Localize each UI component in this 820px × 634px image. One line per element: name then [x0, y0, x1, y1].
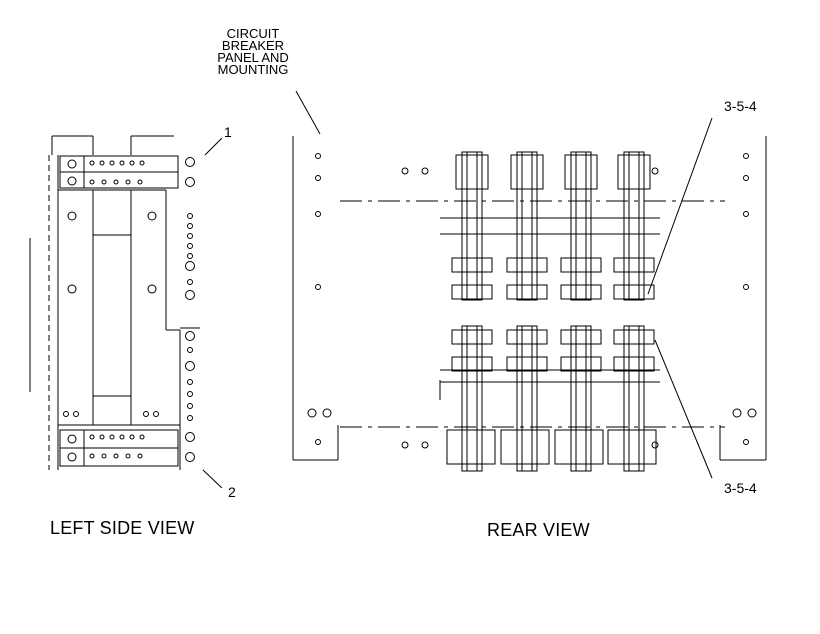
reference-callout-bottom: 3-5-4 [724, 480, 757, 496]
rear-view-breakers [401, 151, 659, 472]
breaker-pole-1 [446, 151, 496, 472]
breaker-pole-4 [607, 151, 657, 472]
callout-2: 2 [228, 484, 236, 500]
circuit-breaker-panel-label: CIRCUIT BREAKER PANEL AND MOUNTING [212, 26, 294, 77]
reference-callout-top: 3-5-4 [724, 98, 757, 114]
callout-1: 1 [224, 124, 232, 140]
breaker-pole-2 [500, 151, 550, 472]
circuit-breaker-label-line: CIRCUIT [226, 26, 280, 41]
rear-view-title: REAR VIEW [487, 520, 590, 540]
left-side-view-title: LEFT SIDE VIEW [50, 518, 195, 538]
left-side-view-drawing [29, 135, 223, 489]
left-view-holes [63, 157, 195, 462]
circuit-breaker-label-line: MOUNTING [217, 62, 289, 77]
circuit-breaker-label-line: BREAKER [221, 38, 285, 53]
circuit-breaker-label-line: PANEL AND [217, 50, 289, 65]
rear-view-holes [307, 153, 757, 445]
breaker-pole-3 [554, 151, 604, 472]
